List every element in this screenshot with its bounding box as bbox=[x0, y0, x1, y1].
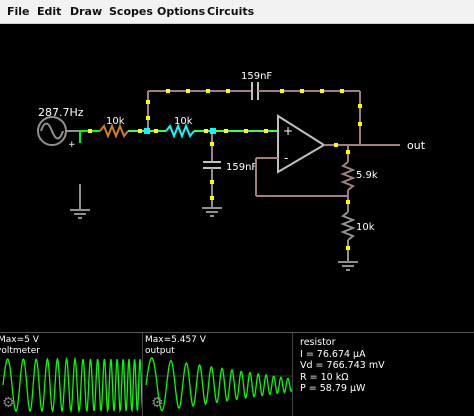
source-frequency-label: 287.7Hz bbox=[38, 106, 84, 119]
scope2-name-label: output bbox=[145, 346, 175, 356]
capacitor-c2[interactable] bbox=[203, 161, 221, 169]
c1-label: 159nF bbox=[241, 71, 272, 82]
info-resistance: R = 10 kΩ bbox=[300, 371, 349, 383]
info-title: resistor bbox=[300, 337, 336, 348]
menu-scopes[interactable]: Scopes bbox=[109, 5, 153, 18]
scope2-graph bbox=[143, 357, 292, 412]
element-info: resistor I = 76.674 µA Vd = 766.743 mV R… bbox=[300, 337, 385, 395]
info-power: P = 58.79 µW bbox=[300, 383, 366, 394]
ground-symbol-source[interactable] bbox=[70, 184, 90, 219]
ground-symbol-r4[interactable] bbox=[338, 261, 358, 271]
circuit-schematic[interactable]: 287.7Hz + 10k 159nF 10k bbox=[0, 24, 474, 332]
scope1-graph bbox=[0, 356, 142, 414]
menu-circuits[interactable]: Circuits bbox=[207, 5, 255, 18]
scope-panel: Max=5 V voltmeter ⚙ Max=5.457 V output ⚙… bbox=[0, 332, 474, 416]
resistor-r3[interactable] bbox=[340, 161, 356, 191]
menu-file[interactable]: File bbox=[7, 5, 30, 18]
info-current: I = 76.674 µA bbox=[300, 348, 366, 360]
scope1-name-label: voltmeter bbox=[0, 346, 40, 356]
gear-icon[interactable]: ⚙ bbox=[151, 395, 164, 411]
scope1-max-label: Max=5 V bbox=[0, 335, 39, 345]
resistor-r2[interactable] bbox=[165, 123, 195, 139]
opamp-minus-label: - bbox=[284, 151, 288, 165]
gear-icon[interactable]: ⚙ bbox=[2, 395, 15, 411]
r4-label: 10k bbox=[356, 222, 375, 233]
op-amp[interactable] bbox=[277, 114, 326, 174]
ground-symbol-c2[interactable] bbox=[202, 207, 222, 217]
scope-voltmeter[interactable]: Max=5 V voltmeter ⚙ bbox=[0, 333, 143, 416]
ac-source[interactable] bbox=[37, 116, 80, 146]
menu-options[interactable]: Options bbox=[157, 5, 206, 18]
capacitor-c1[interactable] bbox=[251, 82, 259, 100]
scope2-trace bbox=[145, 357, 292, 412]
node-markers bbox=[144, 128, 216, 134]
r2-label: 10k bbox=[174, 116, 193, 127]
resistor-r4[interactable] bbox=[340, 211, 356, 241]
scope2-max-label: Max=5.457 V bbox=[145, 335, 206, 345]
scope-output[interactable]: Max=5.457 V output ⚙ bbox=[143, 333, 293, 416]
menu-draw[interactable]: Draw bbox=[70, 5, 103, 18]
r1-label: 10k bbox=[106, 116, 125, 127]
circuit-canvas[interactable]: 287.7Hz + 10k 159nF 10k bbox=[0, 24, 474, 332]
source-plus-label: + bbox=[68, 140, 76, 150]
resistor-r1[interactable] bbox=[99, 123, 129, 139]
current-dots bbox=[88, 89, 362, 250]
menu-bar: File Edit Draw Scopes Options Circuits bbox=[0, 0, 474, 24]
output-label: out bbox=[407, 139, 426, 152]
menu-edit[interactable]: Edit bbox=[37, 5, 62, 18]
scope1-trace bbox=[2, 356, 142, 414]
r3-label: 5.9k bbox=[356, 170, 378, 181]
c2-label: 159nF bbox=[226, 162, 257, 173]
opamp-plus-label: + bbox=[283, 124, 293, 138]
info-voltage: Vd = 766.743 mV bbox=[300, 360, 385, 371]
